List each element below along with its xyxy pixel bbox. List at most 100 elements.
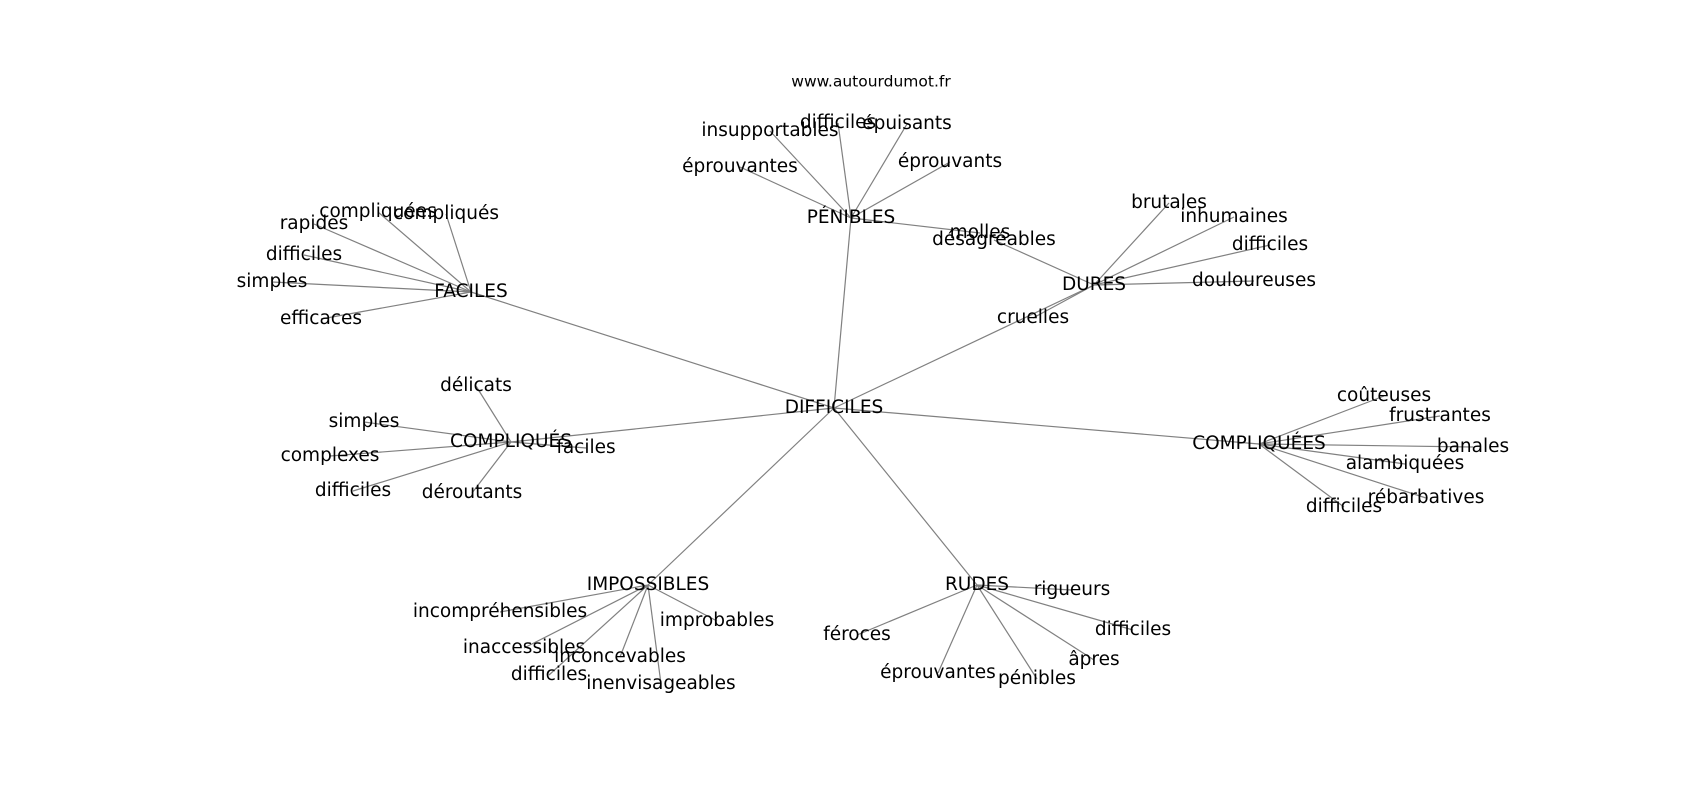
edge-cluster-to-word <box>377 211 472 293</box>
edge-cluster-to-word <box>976 584 1134 631</box>
edge-cluster-to-word <box>739 166 852 219</box>
edge-cluster-to-word <box>937 584 978 674</box>
graph-edges <box>271 122 1474 685</box>
word-node: difficiles <box>315 480 391 501</box>
edge-cluster-to-word <box>475 385 512 443</box>
edge-cluster-to-word <box>976 584 1073 591</box>
edge-cluster-to-word <box>313 223 472 293</box>
edge-cluster-to-word <box>850 217 981 234</box>
edge-cluster-to-word <box>1258 443 1345 508</box>
graph-labels: www.autourdumot.fr insupportablesdiffici… <box>237 73 1510 695</box>
edge-cluster-to-word <box>445 213 472 293</box>
edge-cluster-to-word <box>1258 443 1427 499</box>
word-node: épuisants <box>862 113 952 134</box>
edge-cluster-to-word <box>1032 284 1095 319</box>
source-url: www.autourdumot.fr <box>791 73 951 91</box>
word-node: efficaces <box>280 308 362 329</box>
word-node: difficiles <box>1095 619 1171 640</box>
cluster-node: COMPLIQUÉES <box>1192 432 1326 454</box>
edge-cluster-to-word <box>769 130 852 219</box>
edge-cluster-to-word <box>499 584 649 613</box>
word-node: brutales <box>1131 192 1207 213</box>
word-node: déroutants <box>422 482 523 503</box>
edge-cluster-to-word <box>850 123 908 219</box>
word-node: difficiles <box>1232 234 1308 255</box>
edge-cluster-to-word <box>976 584 1095 661</box>
edge-cluster-to-word <box>510 441 587 449</box>
edge-cluster-to-word <box>548 584 649 676</box>
word-node: coûteuses <box>1337 385 1431 406</box>
edge-cluster-to-word <box>1093 280 1255 286</box>
word-node: éprouvantes <box>880 662 996 683</box>
word-node: douloureuses <box>1192 270 1316 291</box>
center-node: DIFFICILES <box>785 397 884 418</box>
word-node: inenvisageables <box>586 673 735 694</box>
edge-center-to-cluster <box>833 407 978 586</box>
cluster-node: DURES <box>1062 274 1126 295</box>
edge-cluster-to-word <box>523 584 649 649</box>
edge-cluster-to-word <box>320 291 472 320</box>
word-node: simples <box>237 271 308 292</box>
word-node: compliquées <box>319 201 436 222</box>
word-node: pénibles <box>998 668 1076 689</box>
word-node: molles <box>950 222 1011 243</box>
cluster-node: PÉNIBLES <box>807 206 896 228</box>
word-node: inhumaines <box>1180 206 1288 227</box>
edge-cluster-to-word <box>837 122 852 219</box>
edge-center-to-cluster <box>510 407 835 443</box>
word-node: complexes <box>281 445 380 466</box>
word-node: insupportables <box>701 120 838 141</box>
edge-cluster-to-word <box>471 441 512 494</box>
word-node: frustrantes <box>1389 405 1491 426</box>
cluster-node: COMPLIQUÉS <box>450 430 572 452</box>
cluster-node: FACILES <box>434 281 507 302</box>
word-node: difficiles <box>800 112 876 133</box>
edge-cluster-to-word <box>1093 202 1170 286</box>
edge-cluster-to-word <box>1258 443 1474 448</box>
word-node: rapides <box>280 213 349 234</box>
edge-center-to-cluster <box>470 291 835 409</box>
edge-cluster-to-word <box>619 584 649 658</box>
word-node: difficiles <box>266 244 342 265</box>
edge-cluster-to-word <box>271 281 472 293</box>
word-node: simples <box>329 411 400 432</box>
word-node: alambiquées <box>1346 453 1465 474</box>
word-node: délicats <box>440 375 512 396</box>
word-node: rébarbatives <box>1368 487 1485 508</box>
word-node: âpres <box>1068 649 1119 670</box>
edge-cluster-to-word <box>1258 415 1441 445</box>
edge-cluster-to-word <box>1093 216 1235 286</box>
edge-cluster-to-word <box>850 161 951 219</box>
edge-cluster-to-word <box>352 441 512 492</box>
edge-cluster-to-word <box>647 584 662 685</box>
edge-cluster-to-word <box>1258 443 1406 465</box>
edge-cluster-to-word <box>1093 244 1271 286</box>
word-node: féroces <box>823 624 891 645</box>
edge-center-to-cluster <box>647 407 835 586</box>
word-node: inconcevables <box>554 646 686 667</box>
edge-cluster-to-word <box>1258 395 1385 445</box>
word-node: improbables <box>660 610 774 631</box>
word-node: rigueurs <box>1034 579 1111 600</box>
word-node: difficiles <box>1306 496 1382 517</box>
word-node: cruelles <box>997 307 1069 328</box>
edge-center-to-cluster <box>833 284 1095 409</box>
edge-cluster-to-word <box>993 239 1095 286</box>
edge-cluster-to-word <box>856 584 978 636</box>
cluster-node: RUDES <box>945 574 1009 595</box>
edge-cluster-to-word <box>303 254 472 293</box>
edge-cluster-to-word <box>976 584 1038 680</box>
edge-center-to-cluster <box>833 407 1260 445</box>
word-node: inaccessibles <box>463 637 585 658</box>
word-node: banales <box>1437 436 1509 457</box>
edge-center-to-cluster <box>833 217 852 409</box>
word-node: compliqués <box>393 203 499 224</box>
word-node: incompréhensibles <box>413 601 587 622</box>
edge-cluster-to-word <box>647 584 718 622</box>
word-node: éprouvantes <box>682 156 798 177</box>
edge-cluster-to-word <box>363 421 512 443</box>
cluster-node: IMPOSSIBLES <box>587 574 710 595</box>
word-node: désagréables <box>932 229 1056 250</box>
word-node: difficiles <box>511 664 587 685</box>
